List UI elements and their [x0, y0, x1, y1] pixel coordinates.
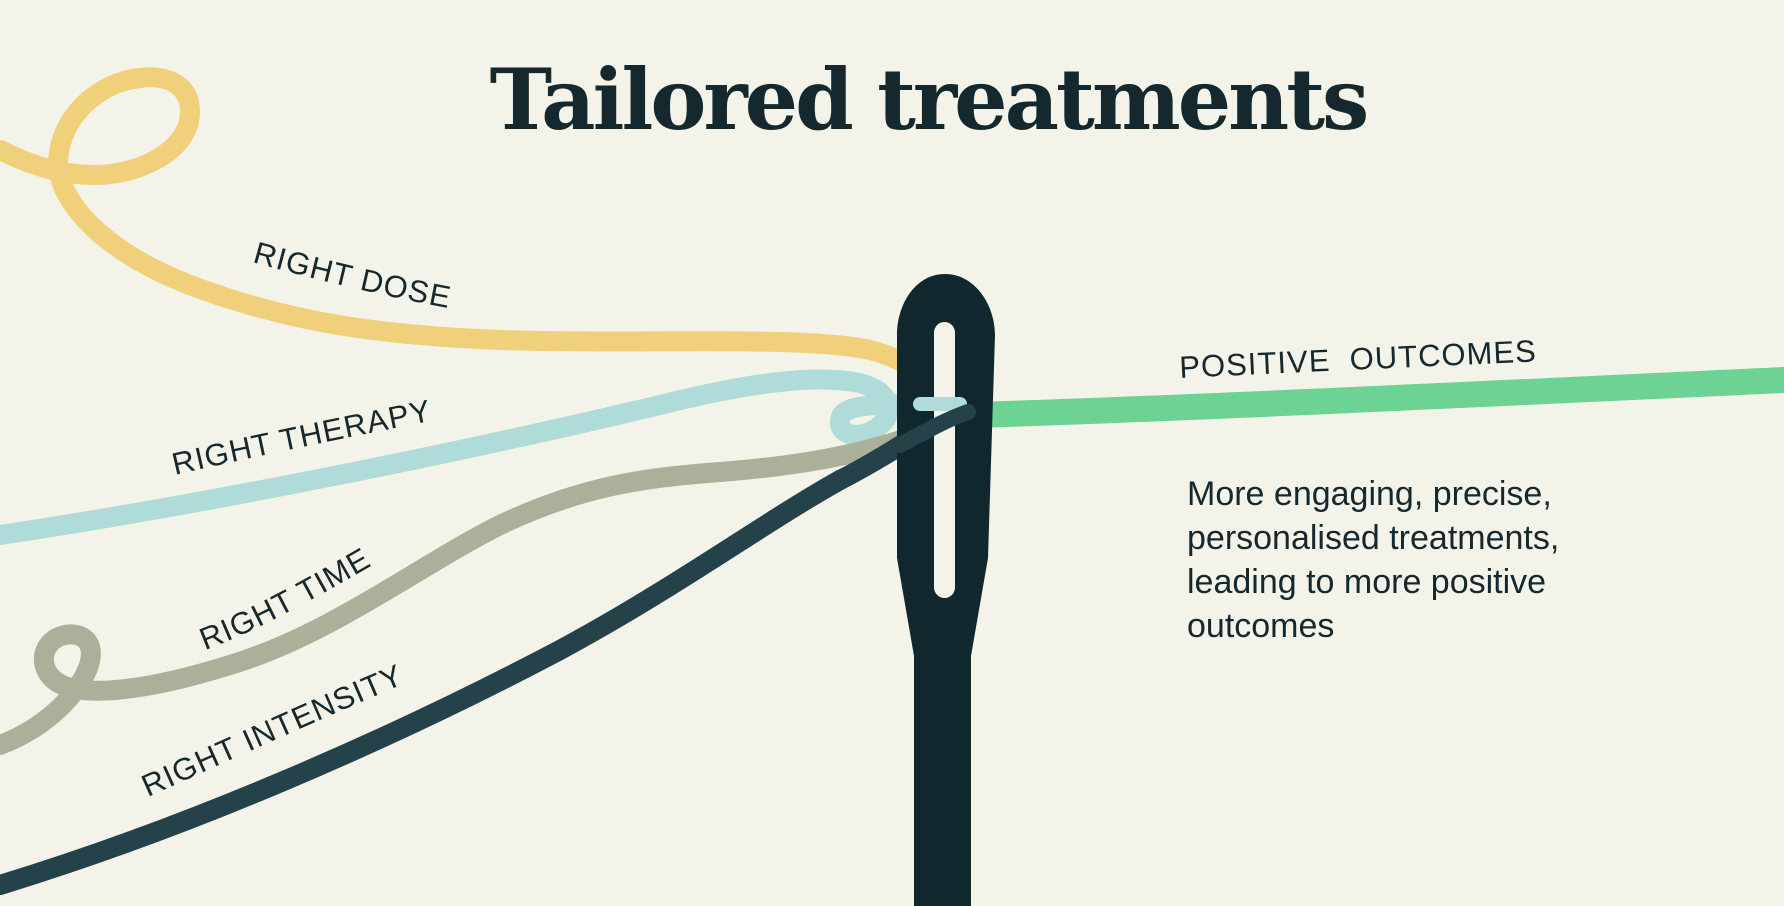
outcome-description: More engaging, precise, personalised tre…: [1187, 475, 1560, 645]
needle-eye: [934, 322, 955, 598]
right-time-thread: [0, 410, 965, 755]
right-therapy-thread: [0, 369, 965, 545]
positive-outcomes-thread: [962, 367, 1784, 428]
page-title: Tailored treatments: [489, 50, 1370, 149]
right-dose-thread: [0, 67, 965, 410]
thread-through-eye-dark: [892, 404, 976, 453]
right-intensity-thread: [0, 403, 970, 895]
